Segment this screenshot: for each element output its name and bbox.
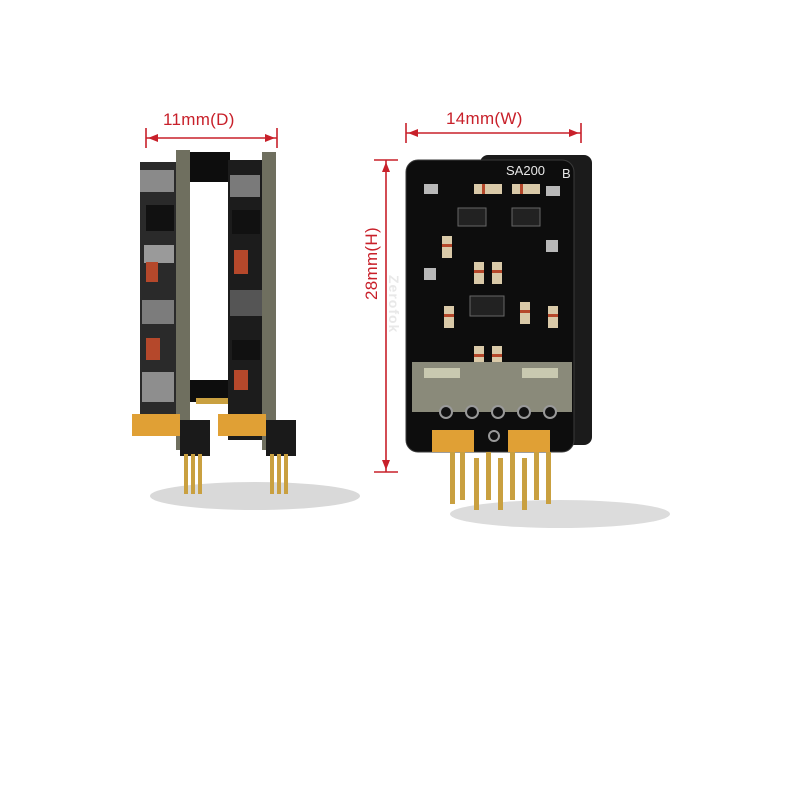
front-view-module (405, 155, 592, 510)
front-view-shadow (450, 500, 670, 528)
height-dimension-line (374, 159, 398, 473)
width-dimension-line (405, 123, 582, 143)
depth-dimension-line (145, 128, 278, 148)
side-view-shadow (150, 482, 360, 510)
depth-dimension-label: 11mm(D) (163, 110, 235, 129)
height-dimension-label: 28mm(H) (362, 227, 381, 300)
side-view-module (132, 150, 296, 494)
board-revision-label: B (562, 166, 571, 181)
board-model-label: SA200 (506, 163, 546, 178)
width-dimension-label: 14mm(W) (446, 109, 523, 128)
brand-silkscreen: Zerofok (386, 275, 402, 334)
